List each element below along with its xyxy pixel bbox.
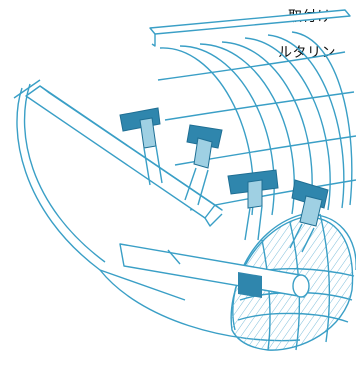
front-beam	[25, 85, 223, 227]
drum-front-lip	[13, 79, 186, 301]
blade-assembly-4	[289, 179, 329, 253]
blade-assembly-2	[184, 124, 223, 206]
blade-assembly-3	[227, 169, 279, 241]
top-rail	[149, 9, 351, 47]
blade-assembly-1	[119, 107, 163, 186]
